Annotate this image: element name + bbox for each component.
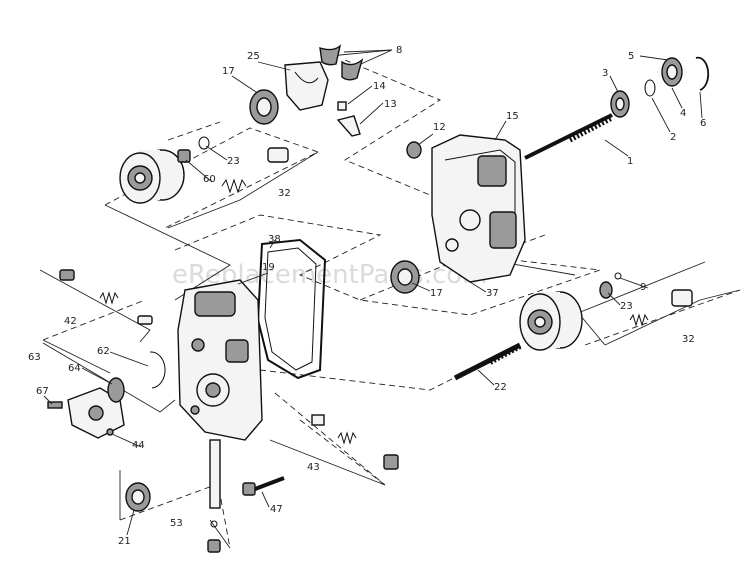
top-right-bearing-set bbox=[610, 56, 710, 118]
callout-25: 25 bbox=[247, 51, 260, 62]
callout-22: 22 bbox=[494, 382, 507, 393]
bearing-17-right-part bbox=[390, 260, 420, 294]
callout-23-right: 23 bbox=[620, 301, 633, 312]
callout-3: 3 bbox=[602, 68, 608, 79]
bolt-47-part bbox=[242, 476, 285, 496]
callout-13: 13 bbox=[384, 99, 397, 110]
callout-38: 38 bbox=[268, 234, 281, 245]
callout-62: 62 bbox=[97, 346, 110, 357]
callout-67: 67 bbox=[36, 386, 49, 397]
valve-stem-53-part bbox=[207, 439, 221, 553]
callout-43: 43 bbox=[307, 462, 320, 473]
charge-pump-cover-part bbox=[47, 351, 166, 439]
bearing-17-top-part bbox=[249, 89, 279, 125]
seal-12-part bbox=[406, 141, 422, 159]
end-cap-19-part bbox=[177, 279, 263, 441]
cylinder-block-right-part bbox=[519, 272, 693, 351]
relief-valve-42-part bbox=[59, 269, 153, 325]
relief-valve-43-part bbox=[311, 414, 399, 470]
callout-12: 12 bbox=[433, 122, 446, 133]
callout-4: 4 bbox=[680, 108, 686, 119]
callout-1: 1 bbox=[627, 156, 633, 167]
callout-21: 21 bbox=[118, 536, 131, 547]
callout-19: 19 bbox=[262, 262, 275, 273]
callout-lines bbox=[39, 49, 741, 549]
callout-32-right: 32 bbox=[682, 334, 695, 345]
callout-2: 2 bbox=[670, 132, 676, 143]
callout-53: 53 bbox=[170, 518, 183, 529]
bearing-21-part bbox=[125, 482, 151, 512]
callout-17-right: 17 bbox=[430, 288, 443, 299]
callout-6: 6 bbox=[700, 118, 706, 129]
gasket-38-part bbox=[256, 238, 327, 380]
callout-64: 64 bbox=[68, 363, 81, 374]
spring-set-top-left-part bbox=[198, 136, 289, 194]
callout-42: 42 bbox=[64, 316, 77, 327]
cylinder-block-left-part bbox=[119, 149, 191, 204]
callout-47: 47 bbox=[270, 504, 283, 515]
input-shaft-part bbox=[524, 113, 614, 160]
callout-17-top: 17 bbox=[222, 66, 235, 77]
callout-63: 63 bbox=[28, 352, 41, 363]
leader-ticks bbox=[43, 55, 703, 536]
callout-14: 14 bbox=[373, 81, 386, 92]
callout-23-left: 23 bbox=[227, 156, 240, 167]
callout-9: 9 bbox=[640, 282, 646, 293]
callout-5: 5 bbox=[628, 51, 634, 62]
callout-37: 37 bbox=[486, 288, 499, 299]
output-shaft-22-part bbox=[453, 342, 522, 381]
callout-8: 8 bbox=[396, 45, 402, 56]
main-housing-part bbox=[431, 134, 526, 283]
callout-32-left: 32 bbox=[278, 188, 291, 199]
assembly-guide-lines bbox=[42, 59, 741, 549]
swashplate-group-part bbox=[284, 44, 364, 137]
callout-15: 15 bbox=[506, 111, 519, 122]
